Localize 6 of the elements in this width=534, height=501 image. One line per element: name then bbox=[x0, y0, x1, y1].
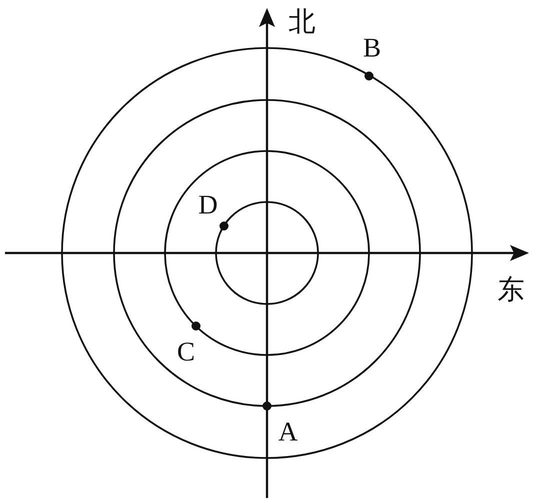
point-label: D bbox=[198, 192, 218, 218]
point-label: B bbox=[363, 34, 381, 62]
direction-label: 北 bbox=[288, 8, 316, 36]
point-label: C bbox=[177, 338, 195, 366]
point-label: A bbox=[278, 418, 298, 446]
direction-label: 东 bbox=[498, 276, 524, 304]
